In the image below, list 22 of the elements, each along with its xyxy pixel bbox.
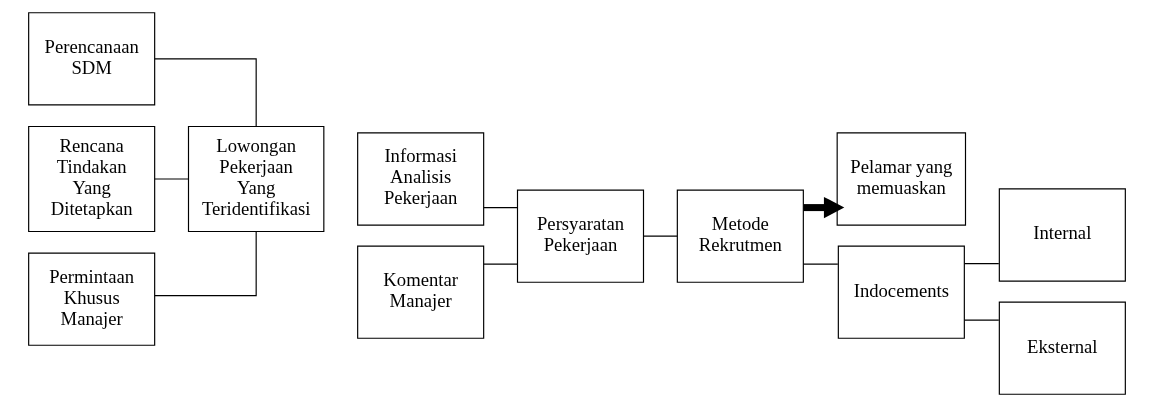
node-box: Pelamar yang memuaskan xyxy=(836,132,967,226)
connector xyxy=(154,58,257,127)
connector xyxy=(483,207,518,209)
node-box: Komentar Manajer xyxy=(357,245,485,339)
node-box: Permintaan Khusus Manajer xyxy=(28,252,156,346)
connector xyxy=(963,263,1000,265)
connector xyxy=(802,263,839,265)
connector xyxy=(963,319,1000,321)
node-box: Indocements xyxy=(837,245,965,339)
node-box: Persyaratan Pekerjaan xyxy=(516,189,645,283)
node-box: Internal xyxy=(998,188,1126,282)
node-box: Perencanaan SDM xyxy=(28,12,156,106)
node-box: Informasi Analisis Pekerjaan xyxy=(357,132,485,226)
connector xyxy=(154,230,257,297)
connector xyxy=(483,263,518,265)
arrow xyxy=(803,196,845,219)
node-box: Eksternal xyxy=(998,301,1126,395)
node-box: Lowongan Pekerjaan Yang Teridentifikasi xyxy=(187,125,325,233)
connector xyxy=(154,178,189,180)
node-box: Rencana Tindakan Yang Ditetapkan xyxy=(28,125,156,233)
connector xyxy=(643,235,678,237)
node-box: Metode Rekrutmen xyxy=(676,189,804,283)
